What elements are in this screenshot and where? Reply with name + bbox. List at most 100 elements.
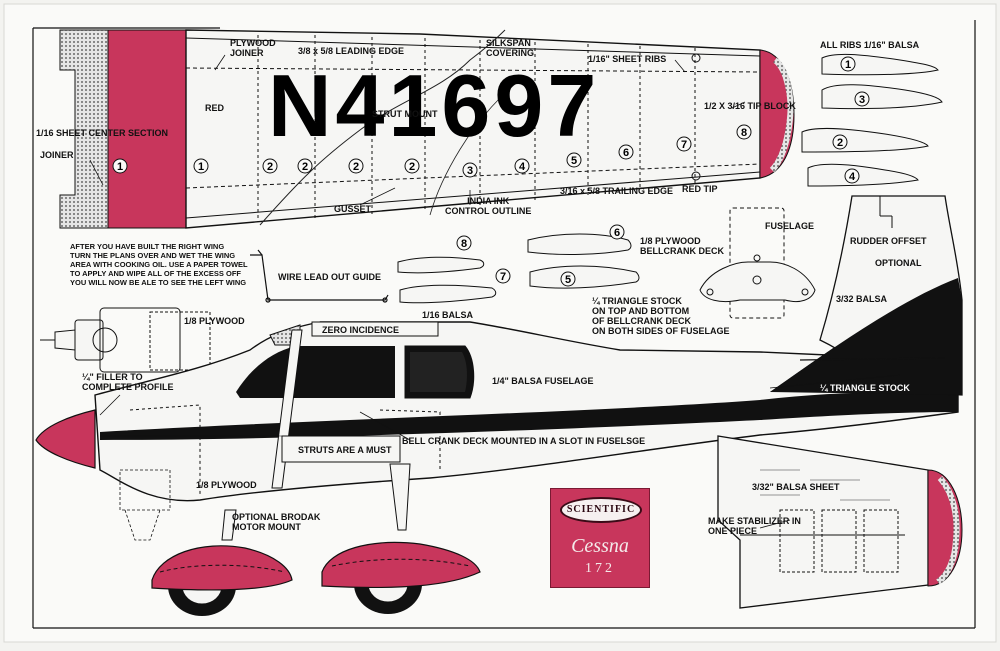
svg-text:1: 1 — [845, 59, 851, 71]
label-balsa-fuselage: 1/4" BALSA FUSELAGE — [492, 376, 594, 386]
label-leading-edge: 3/8 x 5/8 LEADING EDGE — [298, 46, 405, 56]
label-plywood-18-lower: 1/8 PLYWOOD — [196, 480, 257, 490]
rib-2 — [801, 127, 929, 153]
svg-text:2: 2 — [353, 161, 359, 173]
spinner — [35, 409, 96, 469]
wing-rib-number: 1 — [112, 158, 128, 174]
wing-rib-number: 4 — [514, 158, 530, 174]
label-plywood-18: 1/8 PLYWOOD — [184, 316, 245, 326]
motor-mount-sketch — [40, 307, 211, 373]
label-plywood-joiner: PLYWOOD JOINER — [230, 38, 276, 58]
ribs-title: ALL RIBS 1/16" BALSA — [820, 40, 920, 50]
label-sheet-ribs: 1/16" SHEET RIBS — [588, 54, 667, 64]
wing-rib-number: 3 — [462, 162, 478, 178]
wing-rib-number: 6 — [618, 144, 634, 160]
svg-text:8: 8 — [741, 127, 747, 139]
label-filler: ¼" FILLER TO COMPLETE PROFILE — [82, 372, 174, 392]
svg-text:6: 6 — [623, 147, 629, 159]
svg-text:5: 5 — [565, 274, 571, 286]
wing-rib-number: 7 — [676, 136, 692, 152]
wheel-pant-main — [321, 541, 481, 614]
wing-rib-number: 2 — [404, 158, 420, 174]
wing-rib-number: 8 — [736, 124, 752, 140]
label-stab-sheet: 3/32" BALSA SHEET — [752, 482, 840, 492]
label-balsa-116: 1/16 BALSA — [422, 310, 474, 320]
svg-text:2: 2 — [837, 137, 843, 149]
wing-rib-number: 2 — [262, 158, 278, 174]
wing-rib-number: 2 — [297, 158, 313, 174]
engine-outline — [119, 469, 171, 541]
label-strut-mount: STRUT MOUNT — [372, 109, 438, 119]
part-number: 8 — [456, 235, 472, 251]
label-fuselage-small: FUSELAGE — [765, 221, 815, 231]
svg-text:3: 3 — [467, 165, 473, 177]
wing-rib-number: 5 — [566, 152, 582, 168]
svg-text:2: 2 — [409, 161, 415, 173]
rib-number: 1 — [840, 56, 856, 72]
badge-oval: SCIENTIFIC — [560, 497, 642, 523]
label-tip-block: 1/2 X 3/16 TIP BLOCK — [704, 101, 796, 111]
svg-text:1: 1 — [198, 161, 204, 173]
small-parts — [397, 233, 640, 304]
badge-brand: SCIENTIFIC — [566, 504, 636, 515]
stabilizer — [717, 435, 963, 609]
label-red-left: RED — [205, 103, 225, 113]
rib-4 — [807, 163, 919, 187]
label-bellcrank-slot: BELL CRANK DECK MOUNTED IN A SLOT IN FUS… — [402, 436, 646, 446]
label-joiner: JOINER — [40, 150, 74, 160]
label-trailing-edge: 3/16 x 5/8 TRAILING EDGE — [560, 186, 674, 196]
wing-rib-number: 1 — [193, 158, 209, 174]
wing-rib-numbers: 1 1 2 2 2 2 3 4 5 6 7 8 — [112, 124, 752, 178]
part-7 — [399, 284, 497, 304]
part-8 — [397, 256, 485, 274]
rib-number: 4 — [844, 168, 860, 184]
svg-text:3: 3 — [859, 94, 865, 106]
svg-text:5: 5 — [571, 155, 577, 167]
label-stab-one-piece: MAKE STABILIZER IN ONE PIECE — [708, 516, 801, 536]
label-red-tip: RED TIP — [682, 184, 718, 194]
label-gusset: GUSSET — [334, 204, 372, 214]
rib-3 — [821, 84, 943, 110]
label-zero-incidence: ZERO INCIDENCE — [322, 325, 400, 335]
label-bellcrank-deck: 1/8 PLYWOOD BELLCRANK DECK — [640, 236, 724, 256]
svg-text:2: 2 — [267, 161, 273, 173]
svg-text:7: 7 — [681, 139, 687, 151]
part-5 — [529, 265, 640, 289]
rib-profiles — [801, 53, 943, 187]
label-triangle-stock: ¼ TRIANGLE STOCK — [820, 383, 910, 393]
badge-model: Cessna — [571, 535, 629, 557]
label-struts: STRUTS ARE A MUST — [298, 445, 392, 455]
svg-text:8: 8 — [461, 238, 467, 250]
part-number: 6 — [609, 224, 625, 240]
svg-text:4: 4 — [519, 161, 526, 173]
wing-rib-number: 2 — [348, 158, 364, 174]
rib-number: 2 — [832, 134, 848, 150]
rudder — [770, 195, 963, 396]
rib-number: 3 — [854, 91, 870, 107]
label-silkspan: SILKSPAN COVERING — [486, 38, 535, 58]
wheel-pant-front — [151, 545, 293, 616]
label-rudder-offset: RUDDER OFFSET — [850, 236, 927, 246]
svg-text:1: 1 — [117, 161, 123, 173]
label-rudder-balsa: 3/32 BALSA — [836, 294, 888, 304]
svg-text:4: 4 — [849, 171, 856, 183]
label-center-section: 1/16 SHEET CENTER SECTION — [36, 128, 169, 138]
part-number: 5 — [560, 271, 576, 287]
bellcrank-deck — [699, 207, 816, 319]
instructions-text: AFTER YOU HAVE BUILT THE RIGHT WING TURN… — [70, 242, 248, 287]
part-6 — [527, 233, 632, 255]
badge-number: 172 — [585, 561, 615, 576]
rib-profile-numbers: 1 3 2 4 — [832, 56, 870, 184]
registration-number: N41697 — [268, 56, 601, 155]
wire-lead-guide — [250, 249, 389, 303]
part-number: 7 — [495, 268, 511, 284]
part-numbers: 8 7 6 5 — [456, 224, 625, 287]
label-rudder-optional: OPTIONAL — [875, 258, 922, 268]
svg-text:2: 2 — [302, 161, 308, 173]
svg-text:7: 7 — [500, 271, 506, 283]
label-motor-mount: OPTIONAL BRODAK MOTOR MOUNT — [232, 512, 321, 532]
scientific-badge: SCIENTIFIC Cessna 172 — [550, 488, 650, 588]
label-triangle-stock-deck: ¼ TRIANGLE STOCK ON TOP AND BOTTOM OF BE… — [592, 296, 730, 336]
